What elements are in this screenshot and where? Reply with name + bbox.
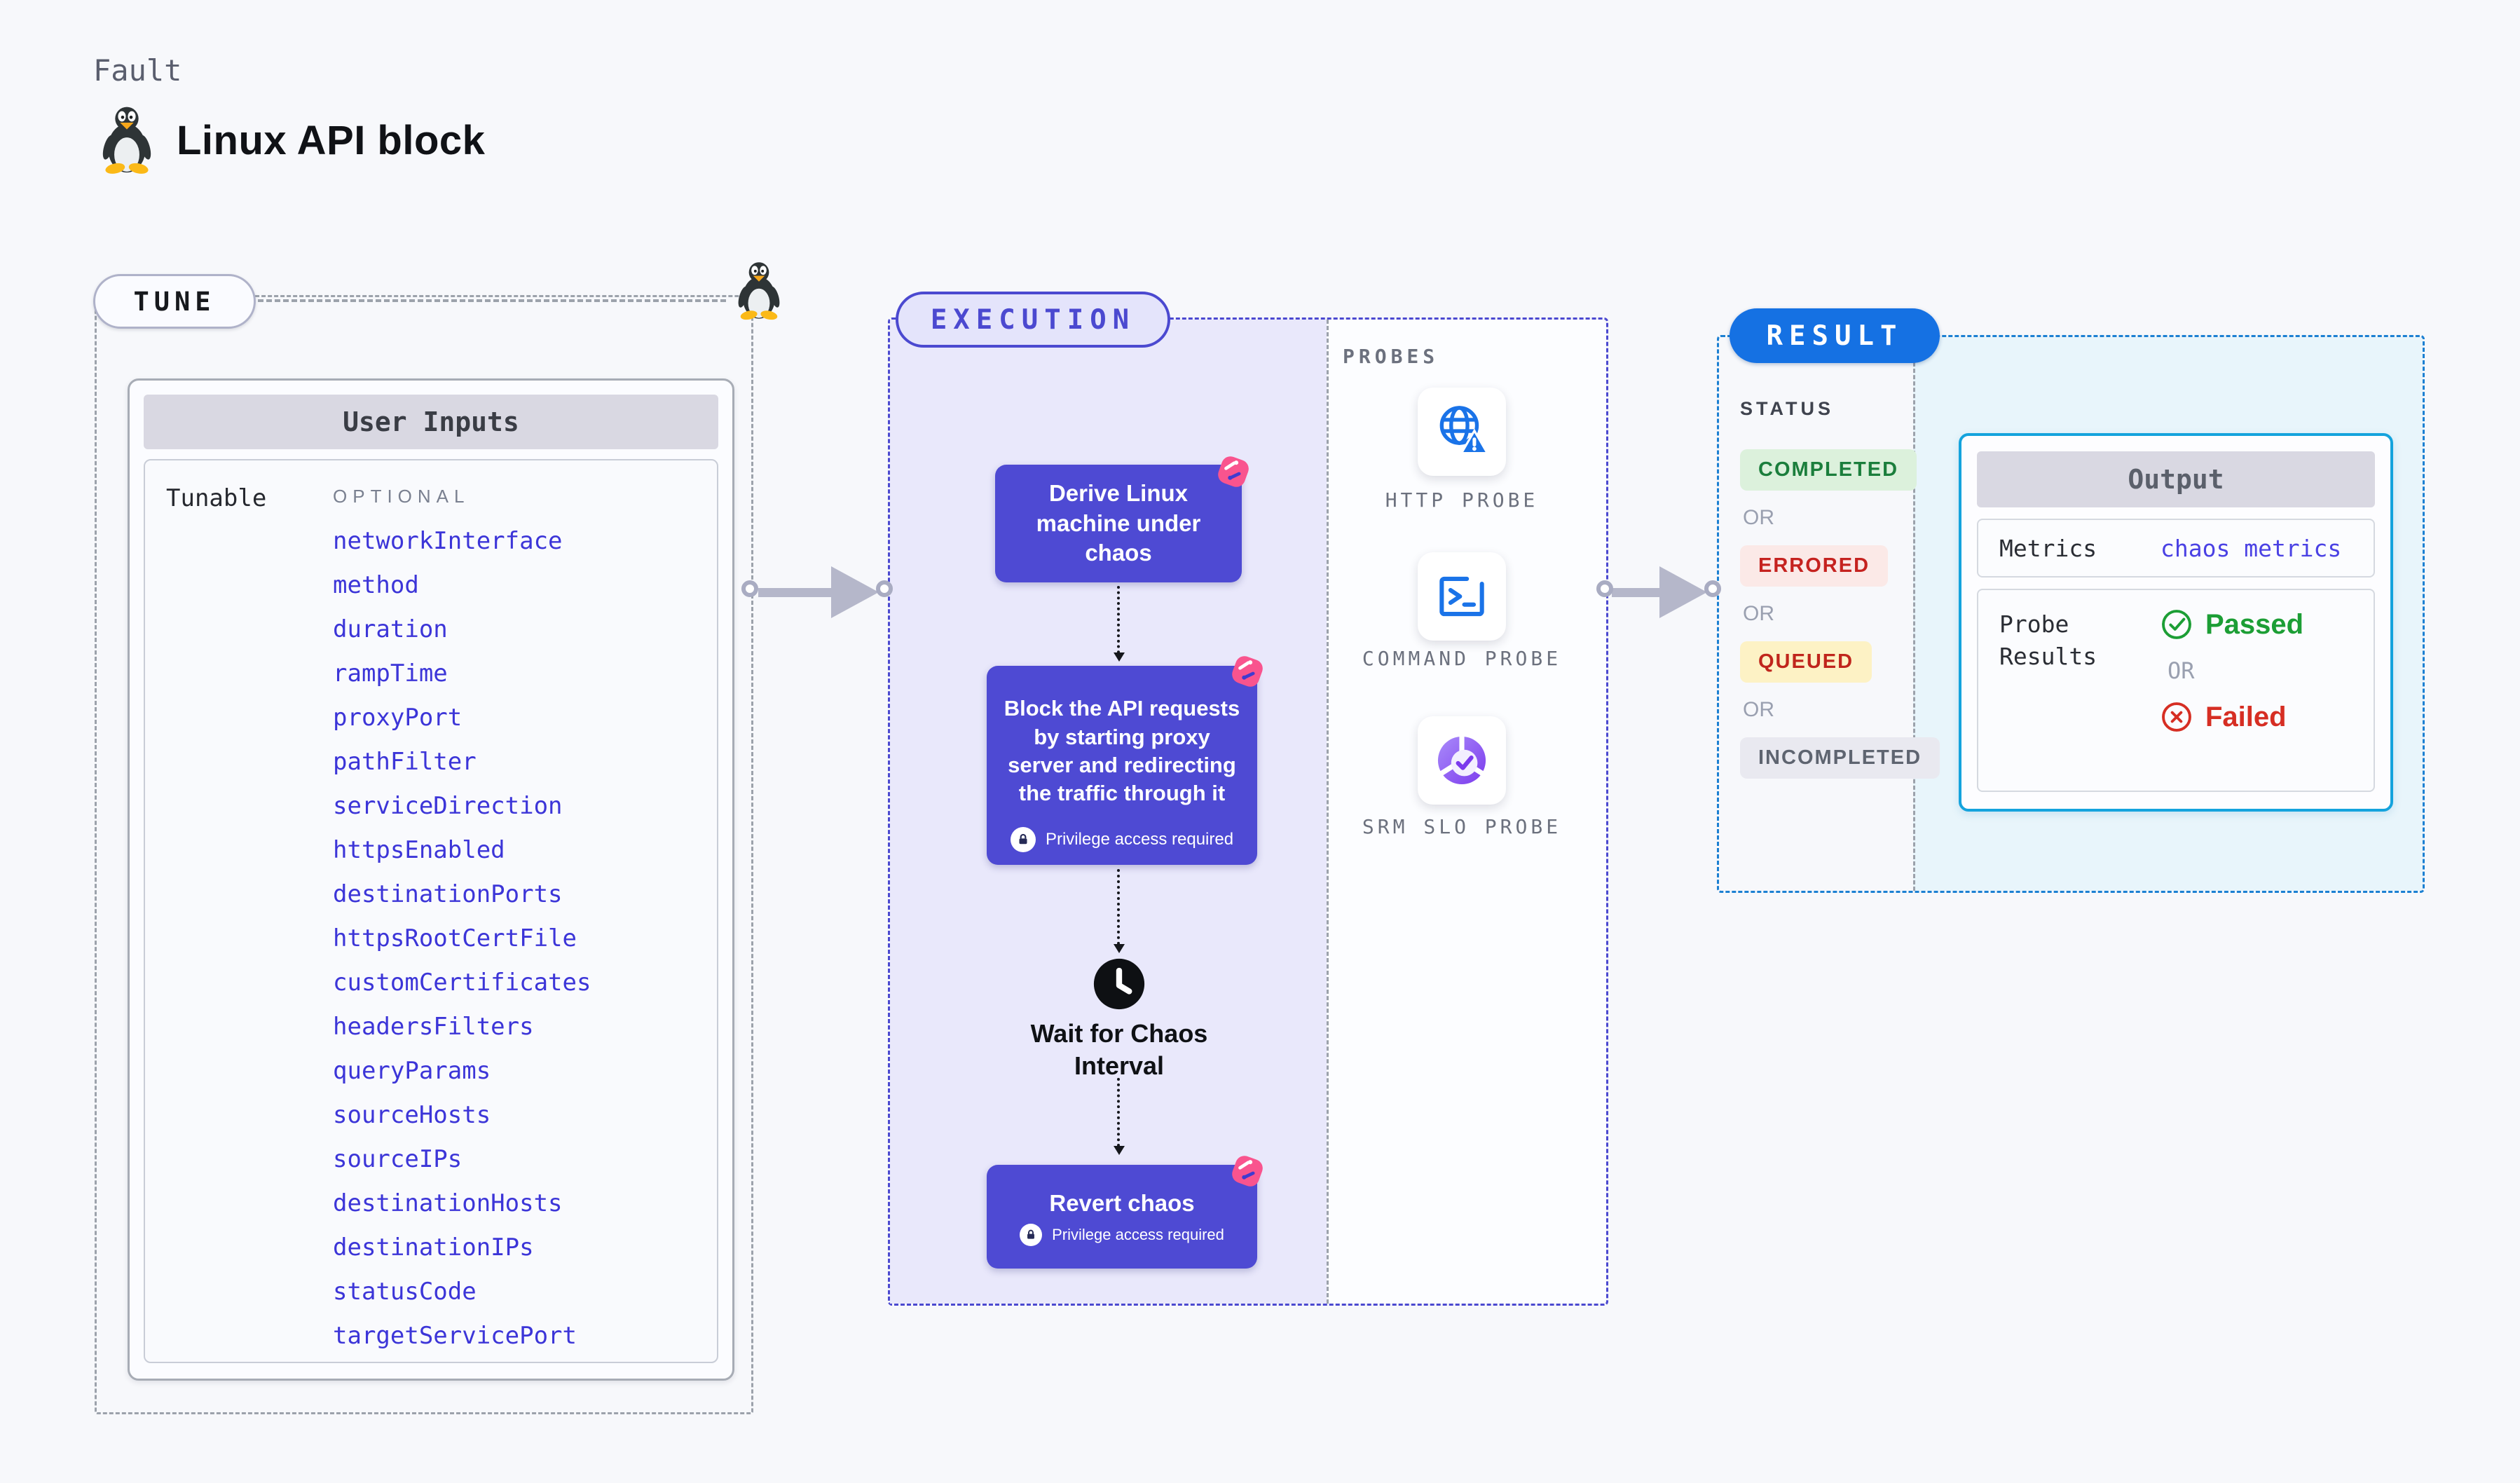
- srm-slo-probe-label: SRM SLO PROBE: [1362, 815, 1562, 838]
- http-probe-card: [1418, 388, 1506, 476]
- step-text: Derive Linux machine under chaos: [1036, 479, 1201, 566]
- param-link[interactable]: targetServicePort: [333, 1321, 577, 1350]
- probe-results-label: Probe Results: [1999, 610, 2097, 670]
- slo-donut-icon: [1437, 733, 1486, 785]
- param-link[interactable]: sourceIPs: [333, 1144, 463, 1173]
- param-link[interactable]: method: [333, 570, 419, 599]
- status-or: OR: [1743, 602, 1774, 625]
- param-link[interactable]: serviceDirection: [333, 791, 563, 820]
- status-badge-completed: COMPLETED: [1740, 449, 1917, 491]
- step-text: Block the API requests by starting proxy…: [1004, 696, 1240, 806]
- step-text: Revert chaos: [1049, 1189, 1195, 1216]
- step-block-api: Block the API requests by starting proxy…: [987, 666, 1257, 865]
- metrics-row: Metrics chaos metrics: [1977, 519, 2375, 578]
- http-probe-label: HTTP PROBE: [1385, 488, 1539, 512]
- output-card: Output Metrics chaos metrics Probe Resul…: [1959, 433, 2393, 812]
- tux-penguin-icon: [100, 107, 153, 175]
- privilege-note: Privilege access required: [1010, 827, 1233, 852]
- chaos-badge-icon: [1228, 1151, 1267, 1191]
- execution-badge: EXECUTION: [896, 292, 1170, 348]
- param-link[interactable]: networkInterface: [333, 526, 563, 555]
- passed-verdict: Passed: [2161, 608, 2303, 641]
- param-link[interactable]: destinationIPs: [333, 1233, 534, 1262]
- result-badge: RESULT: [1730, 308, 1940, 363]
- x-circle-icon: [2162, 702, 2191, 732]
- flow-connector: [1114, 1078, 1125, 1155]
- srm-slo-probe-card: [1418, 716, 1506, 805]
- status-badge-incompleted: INCOMPLETED: [1740, 737, 1940, 779]
- param-link[interactable]: sourceHosts: [333, 1100, 491, 1129]
- page-header: Linux API block: [98, 105, 485, 175]
- status-badge-errored: ERRORED: [1740, 545, 1889, 587]
- clock-icon: [1093, 957, 1146, 1011]
- user-inputs-table: Tunable OPTIONAL networkInterface method d…: [144, 459, 718, 1363]
- user-inputs-title: User Inputs: [144, 395, 718, 449]
- optional-column-label: OPTIONAL: [333, 486, 470, 507]
- metrics-label: Metrics: [1999, 534, 2097, 562]
- failed-verdict: Failed: [2161, 701, 2303, 733]
- param-link[interactable]: destinationHosts: [333, 1189, 563, 1217]
- step-wait-interval: Wait for Chaos Interval: [1030, 1019, 1208, 1081]
- status-label: STATUS: [1740, 398, 1834, 419]
- chaos-badge-icon: [1214, 452, 1253, 491]
- status-or: OR: [1743, 698, 1774, 721]
- param-link[interactable]: queryParams: [333, 1056, 491, 1085]
- tune-section-box: [95, 295, 753, 1414]
- status-badge-queued: QUEUED: [1740, 641, 1872, 683]
- tune-dashed-connector: [258, 299, 726, 302]
- param-link[interactable]: customCertificates: [333, 968, 591, 997]
- param-link[interactable]: httpsEnabled: [333, 835, 505, 864]
- flow-connector: [1114, 869, 1125, 953]
- param-link[interactable]: httpsRootCertFile: [333, 924, 577, 952]
- step-revert-chaos: Revert chaos Privilege access required: [987, 1165, 1257, 1269]
- metrics-value[interactable]: chaos metrics: [2161, 534, 2342, 562]
- output-or: OR: [2168, 657, 2195, 684]
- flow-connector: [1114, 586, 1125, 662]
- output-title: Output: [1977, 451, 2375, 507]
- probes-label: PROBES: [1343, 345, 1439, 368]
- fault-eyebrow: Fault: [93, 53, 182, 88]
- param-link[interactable]: statusCode: [333, 1277, 477, 1306]
- param-link[interactable]: proxyPort: [333, 703, 463, 732]
- command-probe-card: [1418, 552, 1506, 641]
- param-link[interactable]: headersFilters: [333, 1012, 534, 1041]
- globe-alert-icon: [1439, 406, 1489, 454]
- chaos-badge-icon: [1228, 652, 1267, 691]
- privilege-note: Privilege access required: [1020, 1224, 1224, 1247]
- param-list: networkInterface method duration rampTime pr…: [333, 519, 710, 1358]
- probe-results-values: Passed OR Failed: [2161, 608, 2303, 791]
- command-probe-label: COMMAND PROBE: [1362, 647, 1562, 670]
- param-link[interactable]: duration: [333, 615, 448, 643]
- param-link[interactable]: destinationPorts: [333, 880, 563, 908]
- param-link[interactable]: rampTime: [333, 659, 448, 688]
- step-derive-machine: Derive Linux machine under chaos: [995, 465, 1242, 582]
- status-or: OR: [1743, 506, 1774, 529]
- tux-penguin-icon: [734, 261, 783, 322]
- user-inputs-card: User Inputs Tunable OPTIONAL networkInte…: [128, 378, 734, 1381]
- probe-results-row: Probe Results Passed OR Failed: [1977, 589, 2375, 792]
- param-link[interactable]: pathFilter: [333, 747, 477, 776]
- page-title: Linux API block: [177, 117, 486, 163]
- terminal-icon: [1439, 576, 1484, 617]
- check-circle-icon: [2162, 610, 2191, 639]
- lock-icon: [1020, 1224, 1043, 1247]
- params-column: OPTIONAL networkInterface method duration r…: [333, 479, 710, 1358]
- status-column: STATUS COMPLETED OR ERRORED OR QUEUED OR…: [1740, 398, 1940, 779]
- probes-area: [1327, 320, 1606, 1304]
- tunable-row-label: Tunable: [166, 484, 267, 512]
- tune-badge: TUNE: [93, 274, 256, 329]
- lock-icon: [1010, 827, 1036, 852]
